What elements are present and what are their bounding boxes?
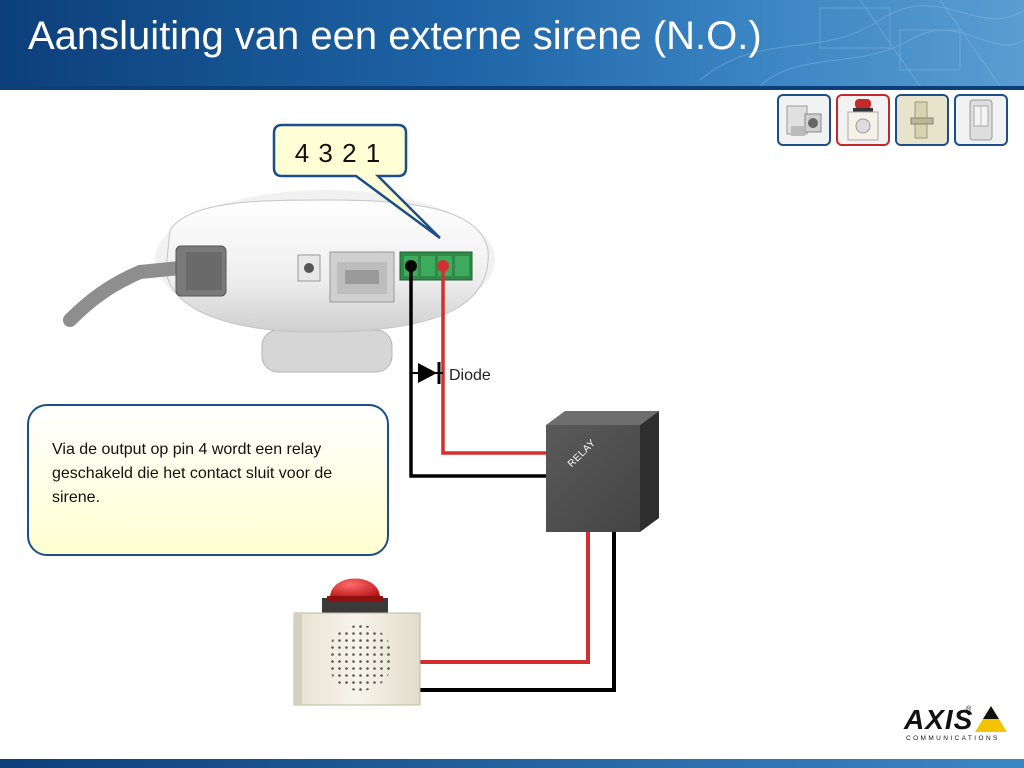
thumbnail-pir-sensor[interactable] [954,94,1008,146]
thumbnail-door-lock[interactable] [895,94,949,146]
diode-symbol [418,362,441,384]
thumbnail-camera-setup[interactable] [777,94,831,146]
footer-bar [0,759,1024,768]
logo-triangle-icon [975,706,1007,732]
logo-registered-mark: ® [966,706,972,713]
thumbnail-strip [777,94,1011,148]
header-texture [699,0,1024,86]
diode-label: Diode [449,367,491,384]
siren-device [293,578,421,706]
pin1-terminal-dot [437,260,449,272]
network-camera [63,190,495,373]
explanation-note: Via de output op pin 4 wordt een relay g… [27,404,389,556]
door-lock-icon [897,96,947,144]
wires [409,266,616,692]
axis-logo: AXIS ® COMMUNICATIONS [904,704,1008,746]
logo-subtitle: COMMUNICATIONS [906,735,1000,742]
pin-callout-bubble [272,123,441,240]
page-title: Aansluiting van een externe sirene (N.O.… [28,14,762,58]
red-wire-relay-siren [420,532,590,664]
relay-box [546,411,659,532]
header-divider [0,86,1024,90]
pin-numbers-label: 4 3 2 1 [294,138,382,168]
red-wire-camera-relay [441,266,546,455]
black-wire-relay-siren [420,532,616,692]
thumbnail-siren[interactable] [836,94,890,146]
logo-wordmark: AXIS [904,704,974,735]
pir-sensor-icon [969,99,993,141]
black-wire-camera-relay [409,266,546,478]
siren-icon [847,99,879,141]
explanation-text: Via de output op pin 4 wordt een relay g… [52,441,333,506]
camera-setup-icon [786,105,822,136]
pin4-terminal-dot [405,260,417,272]
header-banner: Aansluiting van een externe sirene (N.O.… [0,0,1024,86]
